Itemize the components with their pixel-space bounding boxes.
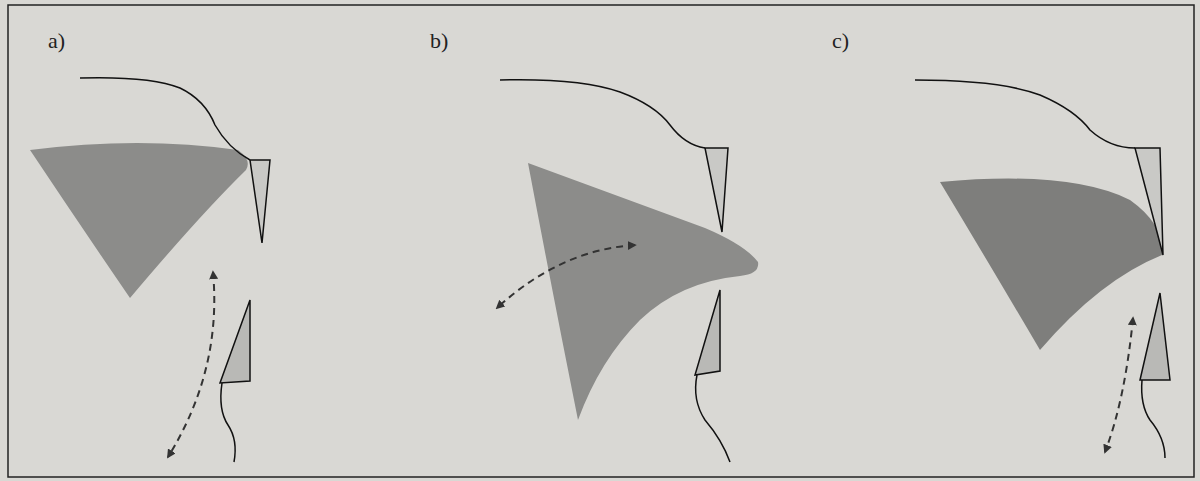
tongue-shape [940,179,1162,350]
panel-c-figure [915,80,1170,458]
upper-lip-profile [500,80,705,148]
lower-incisor [220,300,250,383]
lower-lip-profile [696,375,730,462]
movement-arrow [1105,318,1133,452]
panel-a-figure [30,78,270,462]
panel-b-figure [497,80,758,462]
lower-lip-profile [1142,380,1165,458]
movement-arrow [497,245,635,308]
upper-incisor [1135,148,1163,255]
upper-incisor [705,148,728,232]
lower-lip-profile [221,383,235,462]
upper-incisor [250,160,270,243]
frame [8,5,1194,477]
lower-incisor [1140,293,1170,380]
upper-lip-profile [915,80,1135,148]
panel-label: a) [48,30,65,52]
movement-arrow [168,272,214,457]
panel-label: c) [832,30,849,52]
lower-incisor [695,290,720,375]
panel-label: b) [430,30,448,52]
tongue-shape [30,143,248,298]
upper-lip-profile [80,78,250,160]
